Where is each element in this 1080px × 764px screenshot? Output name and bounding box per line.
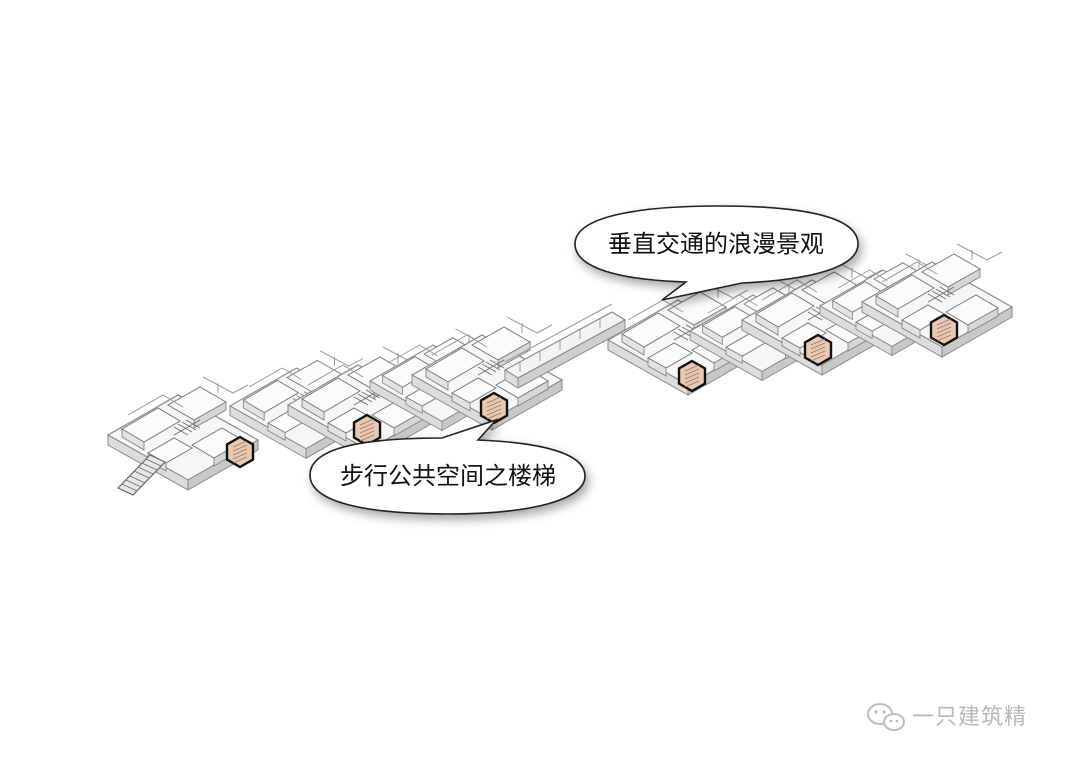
stair-markers [225,313,959,469]
wechat-icon [867,703,905,731]
callout-vertical-transport [574,205,859,301]
stair-core-marker [929,313,959,347]
stair-core-marker [225,435,255,469]
stair-core-marker [677,359,707,393]
entrance-stair [116,454,167,496]
callout-stairs [309,418,586,515]
building-cluster-1 [107,376,259,491]
walkway-corridor [503,303,627,389]
stair-core-marker [479,391,509,425]
callout-stairs-text: 步行公共空间之楼梯 [340,462,556,490]
stair-core-marker [803,333,833,367]
watermark-text: 一只建筑精 [912,705,1027,730]
callout-vertical-text: 垂直交通的浪漫景观 [608,230,824,258]
